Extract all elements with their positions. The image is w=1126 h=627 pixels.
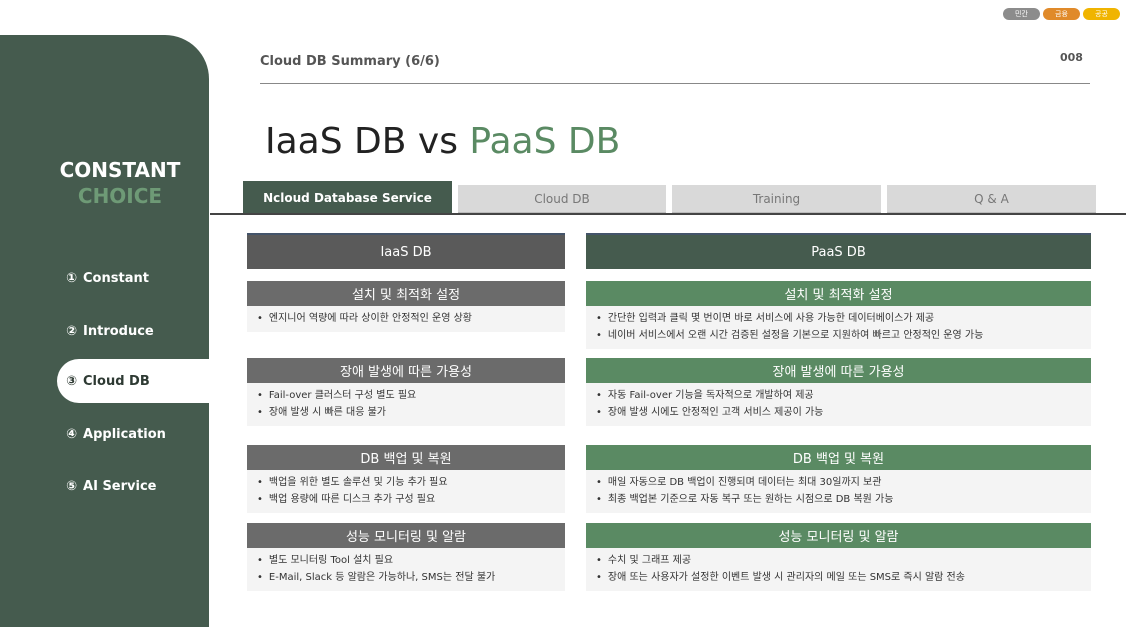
nav-number: ⑤ [66,478,78,494]
nav-item-constant[interactable]: ① Constant [57,256,209,300]
tab-qa[interactable]: Q & A [887,185,1096,214]
nav-label: Introduce [83,323,154,339]
badge-finance: 금융 [1043,8,1080,20]
bullet-item: 장애 발생 시 빠른 대응 불가 [257,404,565,421]
tab-divider [210,213,1126,215]
bullet-item: 장애 발생 시에도 안정적인 고객 서비스 제공이 가능 [596,404,1091,421]
page-header-title: Cloud DB Summary (6/6) [260,54,440,69]
paas-section-title: 성능 모니터링 및 알람 [586,523,1091,548]
nav-item-ai-service[interactable]: ⑤ AI Service [57,464,209,508]
iaas-section-title: 장애 발생에 따른 가용성 [247,358,565,383]
title-iaas: IaaS DB vs [265,121,470,162]
page-number: 008 [1060,51,1083,64]
paas-section-body: 자동 Fail-over 기능을 독자적으로 개발하여 제공 장애 발생 시에도… [586,383,1091,426]
nav-item-cloud-db[interactable]: ③ Cloud DB [57,359,209,403]
bullet-item: 수치 및 그래프 제공 [596,552,1091,569]
brand-line1: CONSTANT [59,158,181,182]
paas-section-title: DB 백업 및 복원 [586,445,1091,470]
nav-number: ④ [66,426,78,442]
iaas-column-header: IaaS DB [247,233,565,269]
bullet-item: 네이버 서비스에서 오랜 시간 검증된 설정을 기본으로 지원하여 빠르고 안정… [596,327,1091,344]
bullet-item: 매일 자동으로 DB 백업이 진행되며 데이터는 최대 30일까지 보관 [596,474,1091,491]
iaas-section-title: DB 백업 및 복원 [247,445,565,470]
nav-number: ① [66,270,78,286]
brand-logo: CONSTANT CHOICE [0,157,240,209]
bullet-item: Fail-over 클러스터 구성 별도 필요 [257,387,565,404]
page-title: IaaS DB vs PaaS DB [265,121,620,162]
iaas-section-title: 성능 모니터링 및 알람 [247,523,565,548]
bullet-item: 최종 백업본 기준으로 자동 복구 또는 원하는 시점으로 DB 복원 가능 [596,491,1091,508]
badge-private: 민간 [1003,8,1040,20]
brand-line2: CHOICE [77,184,163,208]
sidebar [0,35,209,627]
bullet-item: 엔지니어 역량에 따라 상이한 안정적인 운영 상황 [257,310,565,327]
iaas-section-body: 별도 모니터링 Tool 설치 필요 E-Mail, Slack 등 알람은 가… [247,548,565,591]
tab-ncloud-database-service[interactable]: Ncloud Database Service [243,181,452,214]
nav-item-application[interactable]: ④ Application [57,412,209,456]
paas-column-header: PaaS DB [586,233,1091,269]
bullet-item: 장애 또는 사용자가 설정한 이벤트 발생 시 관리자의 메일 또는 SMS로 … [596,569,1091,586]
bullet-item: 백업 용량에 따른 디스크 추가 구성 필요 [257,491,565,508]
paas-section-title: 설치 및 최적화 설정 [586,281,1091,306]
paas-section-title: 장애 발생에 따른 가용성 [586,358,1091,383]
bullet-item: 별도 모니터링 Tool 설치 필요 [257,552,565,569]
nav-label: Cloud DB [83,373,150,389]
iaas-section-title: 설치 및 최적화 설정 [247,281,565,306]
nav-label: Constant [83,270,149,286]
iaas-section-body: 엔지니어 역량에 따라 상이한 안정적인 운영 상황 [247,306,565,332]
title-paas: PaaS DB [469,121,621,162]
nav-number: ③ [66,373,78,389]
category-badges: 민간 금융 공공 [1003,8,1120,20]
paas-section-body: 수치 및 그래프 제공 장애 또는 사용자가 설정한 이벤트 발생 시 관리자의… [586,548,1091,591]
nav-item-introduce[interactable]: ② Introduce [57,309,209,353]
bullet-item: 백업을 위한 별도 솔루션 및 기능 추가 필요 [257,474,565,491]
nav-label: AI Service [83,478,157,494]
paas-section-body: 간단한 입력과 클릭 몇 번이면 바로 서비스에 사용 가능한 데이터베이스가 … [586,306,1091,349]
paas-section-body: 매일 자동으로 DB 백업이 진행되며 데이터는 최대 30일까지 보관 최종 … [586,470,1091,513]
tab-cloud-db[interactable]: Cloud DB [458,185,666,214]
iaas-section-body: 백업을 위한 별도 솔루션 및 기능 추가 필요 백업 용량에 따른 디스크 추… [247,470,565,513]
nav-label: Application [83,426,166,442]
bullet-item: 간단한 입력과 클릭 몇 번이면 바로 서비스에 사용 가능한 데이터베이스가 … [596,310,1091,327]
badge-public: 공공 [1083,8,1120,20]
nav-number: ② [66,323,78,339]
iaas-section-body: Fail-over 클러스터 구성 별도 필요 장애 발생 시 빠른 대응 불가 [247,383,565,426]
bullet-item: 자동 Fail-over 기능을 독자적으로 개발하여 제공 [596,387,1091,404]
bullet-item: E-Mail, Slack 등 알람은 가능하나, SMS는 전달 불가 [257,569,565,586]
tab-training[interactable]: Training [672,185,881,214]
header-divider [260,83,1090,84]
